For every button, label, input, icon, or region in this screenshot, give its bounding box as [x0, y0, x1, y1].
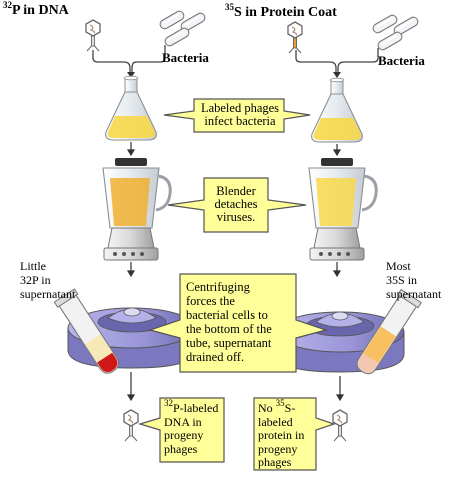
callout-infect-line: infect bacteria [204, 114, 276, 128]
callout-blender-line: Blender [216, 184, 256, 198]
callout-centrifuge-line: tube, supernatant [186, 336, 272, 350]
right-heading-text: S in Protein Coat [234, 5, 337, 20]
callout-left-result-line: phages [164, 441, 198, 456]
right-input-lines [295, 48, 379, 74]
callout-centrifuge-line: drained off. [186, 350, 245, 364]
callout-right-result-line: progeny [258, 441, 298, 456]
callout-right-result-line: No 35S- [258, 399, 316, 416]
callout-blender-text: Blender detaches viruses. [204, 185, 268, 224]
callout-left-result-text-span: P-labeled [173, 401, 219, 415]
left-side-label: Little 32P in supernatant [20, 259, 75, 301]
right-test-tube-icon [356, 288, 422, 375]
left-heading-text: P in DNA [12, 3, 69, 18]
callout-blender [167, 177, 307, 233]
left-side-label-line: Little [20, 259, 46, 273]
callout-left-result-line: DNA in [164, 414, 202, 429]
callout-right-result-text: No 35S- labeled protein in progeny phage… [258, 399, 316, 470]
right-bacteria-icon [370, 12, 421, 53]
arrow-down-icon [126, 142, 342, 157]
arrow-down-icon [126, 262, 342, 278]
callout-blender-line: detaches [214, 197, 258, 211]
left-side-label-line: 32P in [20, 273, 75, 287]
callout-right-result-line: phages [258, 455, 292, 469]
callout-left-result-isotope: 32 [164, 398, 173, 408]
left-progeny-phage-icon [123, 409, 139, 442]
callout-right-result-line: protein in [258, 428, 305, 442]
right-flask-icon [311, 77, 363, 143]
callout-infect-line: Labeled phages [200, 101, 280, 115]
right-side-label: Most 35S in supernatant [386, 259, 441, 301]
right-blender-icon [308, 158, 378, 261]
callout-infect-text: Labeled phages infect bacteria [196, 102, 284, 128]
right-progeny-phage-icon [332, 409, 348, 442]
callout-centrifuge-line: bacterial cells to [186, 308, 268, 322]
callout-right-result-no: No [258, 401, 273, 415]
callout-centrifuge [147, 273, 329, 373]
callout-centrifuge-text: Centrifuging forces the bacterial cells … [186, 280, 298, 364]
left-test-tube-icon [53, 288, 120, 374]
left-phage-icon [85, 19, 101, 52]
right-heading: 35S in Protein Coat [225, 2, 337, 21]
right-side-label-element: S [398, 273, 405, 287]
callout-blender-line: viruses. [216, 210, 256, 224]
right-side-label-isotope: 35 [386, 273, 398, 287]
callout-centrifuge-line: the bottom of the [186, 322, 272, 336]
callout-left-result-text: 32P-labeled DNA in progeny phages [164, 399, 224, 456]
right-phage-icon [287, 21, 303, 54]
callout-centrifuge-line: forces the [186, 294, 235, 308]
arrow-down-icon [127, 72, 341, 78]
left-flask-icon [105, 75, 157, 141]
callout-left-result [137, 397, 225, 463]
callout-right-result-isotope: 35 [275, 398, 285, 408]
left-blender-icon [102, 158, 172, 261]
callout-right-result [253, 397, 336, 471]
callout-left-result-line: progeny [164, 428, 204, 442]
left-side-label-isotope: 32 [20, 273, 32, 287]
right-side-label-tail: in [407, 273, 418, 287]
left-bacteria-icon [157, 8, 208, 49]
left-heading-isotope: 32 [3, 0, 12, 10]
left-side-label-tail: in [41, 273, 51, 287]
left-bacteria-label: Bacteria [162, 50, 209, 65]
left-side-label-element: P [32, 273, 39, 287]
right-side-label-line: Most [386, 259, 411, 273]
left-input-lines [92, 45, 166, 74]
right-heading-isotope: 35 [225, 2, 234, 12]
callout-centrifuge-line: Centrifuging [186, 280, 250, 294]
right-bacteria-label: Bacteria [378, 53, 425, 68]
callout-right-result-line: labeled [258, 414, 293, 429]
left-side-label-line: supernatant [20, 287, 76, 301]
left-heading: 32P in DNA [3, 0, 69, 19]
arrow-down-icon [126, 372, 345, 402]
right-side-label-line: supernatant [386, 287, 442, 301]
callout-infect [163, 98, 311, 133]
callout-left-result-line: 32P-labeled [164, 399, 224, 416]
right-side-label-line: 35S in [386, 273, 441, 287]
callout-right-result-text-span: S- [284, 401, 296, 415]
